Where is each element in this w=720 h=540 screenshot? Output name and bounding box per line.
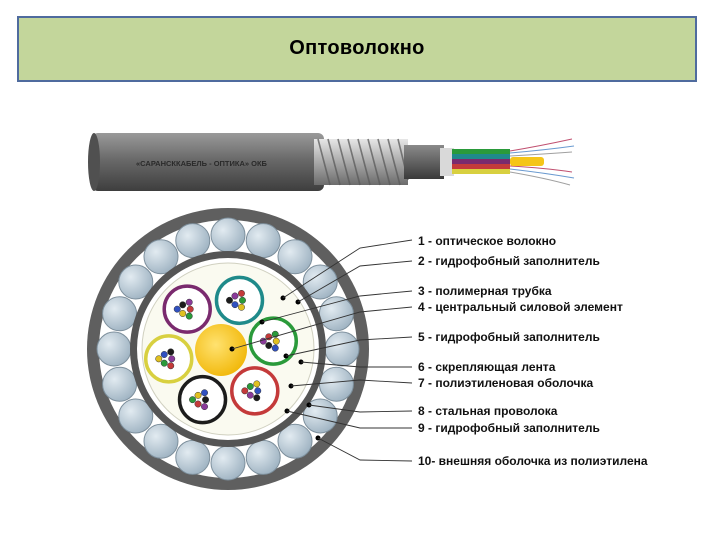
optical-fibre [179,301,187,309]
optical-fibre [226,296,233,304]
polymer-tube [230,366,280,416]
optical-fibre [185,298,193,306]
steel-wire [210,217,246,253]
optical-fibre [241,387,249,395]
optical-fibre [160,359,168,367]
optical-fibre [272,337,280,345]
optical-fibre [271,344,279,352]
steel-wire [245,223,281,259]
legend-item-5: 5 - гидрофобный заполнитель [418,330,600,344]
steel-wire [175,223,211,259]
optical-fibre [194,400,202,408]
steel-wire [96,331,132,367]
polymer-tube [248,316,299,366]
optical-fibre [253,380,261,388]
title-banner: Оптоволокно [17,16,697,82]
steel-wire [102,366,138,402]
legend-item-10: 10- внешняя оболочка из полиэтилена [418,454,648,468]
steel-wire [102,296,138,332]
steel-wire [302,264,338,300]
steel-wire [143,423,179,459]
steel-wire [118,398,154,434]
polymer-tube [143,334,194,384]
sheath-end [88,133,100,191]
optical-fibre [186,305,194,313]
optical-fibre [167,362,175,370]
steel-wire [277,239,313,275]
legend-item-2: 2 - гидрофобный заполнитель [418,254,600,268]
steel-wire [175,439,211,475]
optical-fibre [155,355,163,363]
optical-fibre [239,296,246,304]
legend-item-1: 1 - оптическое волокно [418,234,556,248]
optical-fibre [185,312,193,320]
leader-lines [231,239,413,462]
legend-item-8: 8 - стальная проволока [418,404,558,418]
optical-fibre [202,396,209,404]
legend: 1 - оптическое волокно 2 - гидрофобный з… [418,234,648,468]
optical-fibre [160,351,168,358]
optical-fibre [246,391,254,399]
optical-fibre [253,394,261,402]
polymer-tubes [143,275,299,425]
fibres-side [509,138,575,186]
cable-side-view: «САРАНСККАБЕЛЬ - ОПТИКА» ОКБ [88,133,575,191]
optical-fibre [194,391,202,399]
steel-wire [118,264,154,300]
outer-sheath-side [92,133,324,191]
cable-cross-section [87,208,369,490]
polymer-tube [214,275,265,326]
optical-fibre [201,389,208,397]
optical-fibre [231,292,239,300]
legend-item-4: 4 - центральный силовой элемент [418,300,623,314]
polymer-tube [162,284,212,334]
optical-fibre [201,403,208,411]
polymer-tube [177,374,228,425]
binding-tape-side [440,148,454,176]
optical-fibre [246,383,254,390]
optical-fibre [179,310,187,317]
optical-fibre [168,355,176,363]
optical-fibre [238,289,245,297]
steel-wire [245,439,281,475]
legend-item-9: 9 - гидрофобный заполнитель [418,421,600,435]
legend-item-6: 6 - скрепляющая лента [418,360,556,374]
steel-wire-armour-side [314,138,409,186]
optical-fibre [189,396,196,404]
legend-item-3: 3 - полимерная трубка [418,284,552,298]
steel-wire [277,423,313,459]
legend-item-7: 7 - полиэтиленовая оболочка [418,376,594,390]
optical-fibre [173,305,181,313]
optical-fibre [254,387,262,395]
page-title: Оптоволокно [289,37,425,59]
steel-wire [324,331,360,367]
steel-wire [210,445,246,481]
optical-fibre [265,342,273,349]
steel-wires [96,217,360,481]
optical-fibre [167,348,175,356]
optical-fibre [231,301,239,309]
central-element-side [510,157,544,166]
tubes-side [452,149,510,174]
central-strength-element [195,324,247,376]
cable-print: «САРАНСККАБЕЛЬ - ОПТИКА» ОКБ [136,159,268,168]
steel-wire [143,239,179,275]
inner-sheath-side [404,145,444,179]
steel-wire [318,366,354,402]
optical-fibre [238,303,245,311]
